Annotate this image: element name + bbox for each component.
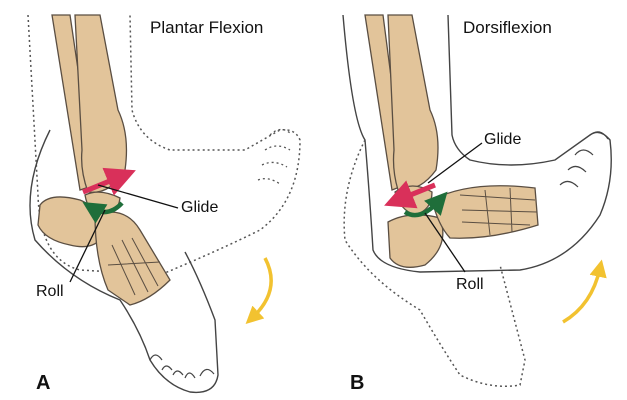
panel-a-title: Plantar Flexion [150,18,264,37]
roll-arrow-b [403,191,448,218]
glide-arrow-a [82,167,136,196]
panel-a-roll-label: Roll [36,283,64,300]
calcaneus-b [387,214,444,268]
motion-arrow-b [562,259,607,324]
glide-arrow-b [384,180,436,209]
panel-b-letter: B [350,372,365,394]
tarsals-a [94,211,171,306]
panel-a-letter: A [36,372,51,394]
motion-arrow-a [245,257,273,324]
metatarsal-lines-a [107,237,161,296]
tibia-a [74,14,128,193]
panel-a-glide-label: Glide [181,199,219,216]
glide-leader-b [427,142,483,184]
toes-a [149,354,215,379]
plantarflexed-foot-outline [29,129,219,394]
glide-leader-a [97,184,179,209]
panel-a-illustration [27,14,301,394]
neutral-foot-outline-b [343,139,526,387]
dorsiflexed-foot-outline [342,14,612,273]
panel-b-title: Dorsiflexion [463,18,552,37]
panel-b-glide-label: Glide [484,131,522,148]
panel-b-illustration [342,14,612,387]
roll-leader-b [424,212,466,273]
roll-arrow-a [82,201,124,224]
toes-b [559,131,609,188]
neutral-toes-outline [257,128,291,185]
metatarsal-lines-b [459,187,538,236]
panel-b-roll-label: Roll [456,276,484,293]
tibia-b [387,14,439,191]
roll-leader-a [69,209,106,283]
